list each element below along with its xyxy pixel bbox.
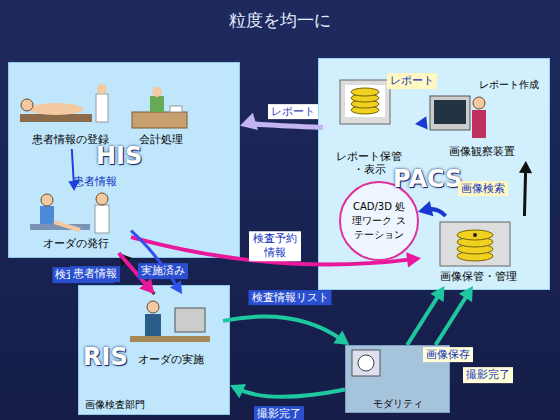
system-panel: PACSレポート保管・表示レポート作成画像観察装置CAD/3D 処理ワーク ステ… bbox=[318, 58, 550, 290]
arrow-head bbox=[240, 113, 258, 130]
arrow-head bbox=[333, 331, 349, 345]
node-text: オーダの実施 bbox=[119, 353, 223, 367]
node-text: レポート作成 bbox=[479, 79, 539, 92]
edge-label: 画像保存 bbox=[423, 347, 473, 363]
edge-label: 患者情報 bbox=[70, 174, 120, 190]
node-text: CAD/3D 処理ワーク ステーション bbox=[348, 200, 410, 242]
connector bbox=[223, 316, 349, 345]
edge-label: 検査予約情報 bbox=[249, 231, 301, 261]
edge-label: 患者情報 bbox=[70, 267, 120, 283]
connector bbox=[407, 286, 444, 345]
title: 粒度を均一に bbox=[0, 9, 560, 32]
node-text: オーダの発行 bbox=[21, 237, 131, 251]
connector-line bbox=[250, 123, 323, 128]
arrow-head bbox=[230, 384, 246, 398]
node-text: RIS bbox=[83, 344, 128, 370]
node-subtext: 画像観察装置 bbox=[421, 145, 543, 159]
task-box: 会計処理 bbox=[129, 85, 193, 149]
connector-line bbox=[436, 294, 468, 345]
edge-label: 撮影完了 bbox=[463, 367, 513, 383]
connector-line bbox=[223, 316, 341, 339]
edge-label: 撮影完了 bbox=[254, 406, 304, 420]
task-box: オーダの実施 bbox=[119, 294, 223, 369]
node-subtext: 画像検査部門 bbox=[85, 399, 145, 412]
system-panel: RIS 画像検査部門 オーダの実施 bbox=[78, 285, 230, 415]
node-text: HIS bbox=[96, 143, 142, 169]
connector bbox=[230, 384, 345, 398]
task-box: 患者情報の登録 bbox=[11, 85, 129, 149]
edge-label: 画像検索 bbox=[458, 181, 508, 197]
node-text: PACS bbox=[393, 166, 462, 192]
node-text: 画像保管・管理 bbox=[421, 270, 536, 284]
task-box: レポート作成画像観察装置 bbox=[421, 73, 543, 161]
node-text: レポート保管・表示 bbox=[333, 150, 405, 178]
edge-label: 検査情報リスト bbox=[249, 290, 332, 306]
system-panel: HIS患者情報の登録会計処理オーダの発行 bbox=[8, 62, 240, 258]
edge-label: 実施済み bbox=[138, 263, 188, 279]
task-box: 画像保管・管理 bbox=[421, 216, 536, 286]
connector bbox=[436, 286, 473, 345]
edge-label: レポート bbox=[387, 74, 437, 90]
connector-line bbox=[239, 389, 345, 396]
node-text: 会計処理 bbox=[129, 133, 193, 147]
workstation-circle: CAD/3D 処理ワーク ステーション bbox=[339, 181, 419, 261]
connector-line bbox=[407, 294, 439, 345]
node-text: 患者情報の登録 bbox=[11, 133, 129, 147]
task-box: オーダの発行 bbox=[21, 191, 131, 253]
edge-label: レポート bbox=[268, 104, 318, 120]
task-box: レポート保管・表示 bbox=[323, 79, 415, 179]
node-text: モダリティ bbox=[346, 398, 449, 411]
